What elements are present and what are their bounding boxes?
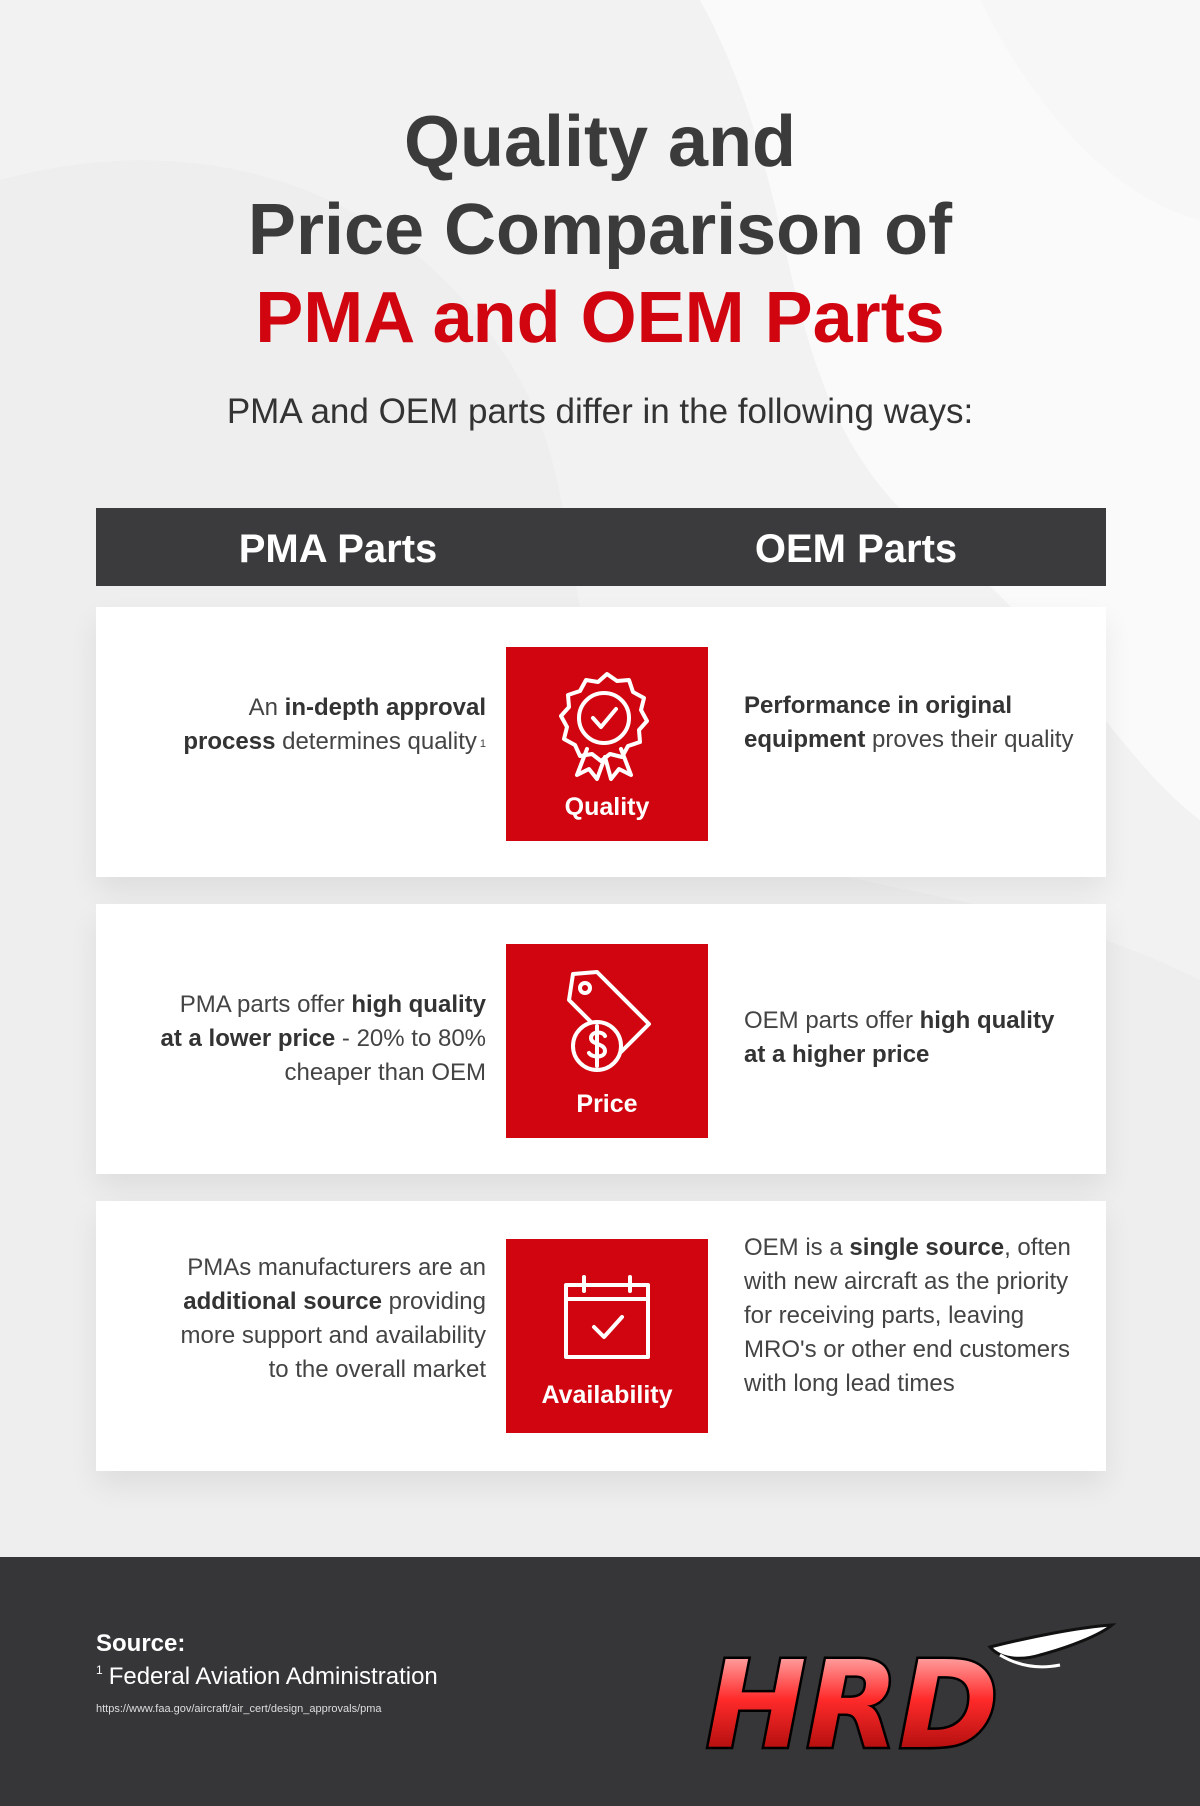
text-segment: , often with new aircraft as the priorit… [744, 1234, 1071, 1397]
footnote-marker: 1 [96, 1663, 103, 1677]
header-oem-parts: OEM Parts [754, 527, 958, 571]
oem-price-text: OEM parts offer high quality at a higher… [744, 1004, 1074, 1072]
text-segment: An [248, 694, 285, 721]
availability-icon-box: Availability [506, 1239, 708, 1433]
text-segment: PMA parts offer [179, 991, 352, 1018]
title-line-2: Price Comparison of [247, 190, 953, 270]
award-ribbon-check-icon [559, 672, 649, 781]
price-tag-dollar-icon [567, 970, 651, 1072]
source-name-text: Federal Aviation Administration [108, 1663, 438, 1690]
comparison-header-bar: PMA Parts OEM Parts [96, 508, 1106, 586]
footer: Source: 1 Federal Aviation Administration… [0, 1557, 1200, 1806]
text-segment: OEM is a [744, 1234, 850, 1261]
oem-quality-text: Performance in original equipment proves… [744, 689, 1074, 757]
hrd-logo: HRD [704, 1623, 1117, 1767]
title-line-1: Quality and [403, 102, 797, 182]
logo-text: HRD [706, 1637, 998, 1767]
comparison-row-availability: PMAs manufacturers are an additional sou… [96, 1201, 1106, 1471]
bold-text-segment: single source [849, 1234, 1005, 1261]
bold-text-segment: high quality at a lower price [160, 991, 487, 1052]
subtitle: PMA and OEM parts differ in the followin… [226, 392, 974, 431]
comparison-row-price: PMA parts offer high quality at a lower … [96, 904, 1106, 1174]
calendar-check-icon [564, 1275, 650, 1359]
header-pma-parts: PMA Parts [238, 527, 438, 571]
comparison-row-quality: An in-depth approval process determines … [96, 607, 1106, 877]
bold-text-segment: Performance in original equipment [744, 692, 1013, 753]
pma-availability-text: PMAs manufacturers are an additional sou… [156, 1251, 487, 1387]
quality-label: Quality [564, 793, 650, 821]
source-name: 1 Federal Aviation Administration [96, 1663, 438, 1691]
text-segment: PMAs manufacturers are an [187, 1254, 486, 1281]
pma-price-text: PMA parts offer high quality at a lower … [156, 988, 487, 1090]
text-segment: proves their quality [865, 726, 1074, 753]
text-segment: OEM parts offer [744, 1007, 920, 1034]
availability-label: Availability [541, 1381, 673, 1409]
price-label: Price [576, 1090, 638, 1118]
title-line-3: PMA and OEM Parts [255, 278, 945, 358]
text-segment: determines quality [275, 728, 477, 755]
bold-text-segment: in-depth approval process [183, 694, 486, 755]
text-segment: - 20% to 80% cheaper than OEM [284, 1025, 486, 1086]
price-icon-box: Price [506, 944, 708, 1138]
source-label: Source: [96, 1630, 186, 1657]
pma-quality-text: An in-depth approval process determines … [156, 691, 486, 759]
bold-text-segment: high quality at a higher price [744, 1007, 1055, 1068]
source-url[interactable]: https://www.faa.gov/aircraft/air_cert/de… [96, 1703, 382, 1715]
quality-icon-box: Quality [506, 647, 708, 841]
oem-availability-text: OEM is a single source, often with new a… [744, 1231, 1074, 1401]
bold-text-segment: additional source [183, 1288, 382, 1315]
footnote-marker: 1 [479, 738, 486, 750]
text-segment: providing more support and availability … [180, 1288, 487, 1383]
page-title: Quality and Price Comparison of PMA and … [0, 98, 1200, 362]
